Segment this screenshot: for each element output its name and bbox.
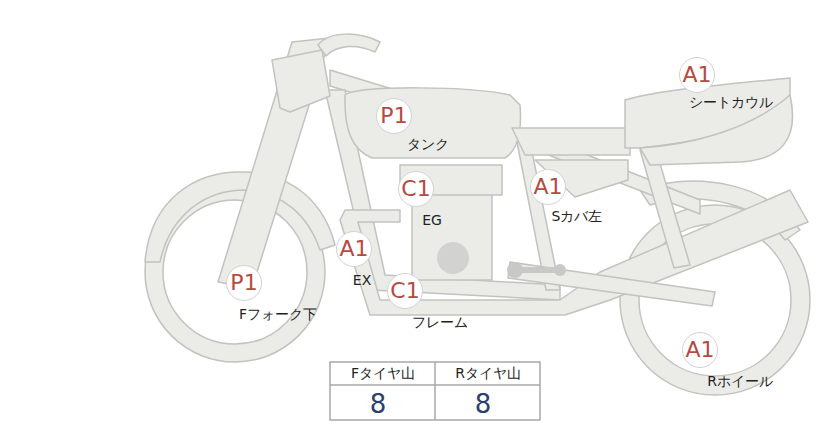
callout-node: C1フレーム bbox=[388, 274, 424, 310]
callout-code: P1 bbox=[376, 98, 412, 134]
table-value: 8 bbox=[475, 389, 492, 419]
table-header: Rタイヤ山 bbox=[455, 365, 521, 383]
callout-code: C1 bbox=[398, 171, 434, 207]
callout-node: C1EG bbox=[399, 172, 435, 208]
callout-code: C1 bbox=[387, 273, 423, 309]
callout-code: P1 bbox=[226, 265, 262, 301]
part-name: EG bbox=[422, 211, 442, 229]
table-value: 8 bbox=[370, 389, 387, 419]
part-name: EX bbox=[353, 271, 371, 289]
part-name: タンク bbox=[407, 135, 449, 153]
callout-node: A1Sカバ左 bbox=[531, 170, 567, 206]
callout-node: A1シートカウル bbox=[680, 58, 716, 94]
callout-node: P1Fフォーク下 bbox=[227, 266, 263, 302]
part-name: Fフォーク下 bbox=[239, 305, 317, 323]
callout-node: A1Rホイール bbox=[683, 333, 719, 369]
tire-table bbox=[330, 362, 540, 420]
callout-code: A1 bbox=[682, 332, 718, 368]
part-name: Sカバ左 bbox=[552, 207, 603, 225]
callout-code: A1 bbox=[679, 57, 715, 93]
table-header: Fタイヤ山 bbox=[351, 365, 415, 383]
callout-node: A1EX bbox=[337, 232, 373, 268]
part-name: フレーム bbox=[412, 313, 468, 331]
callout-code: A1 bbox=[530, 169, 566, 205]
part-name: Rホイール bbox=[707, 372, 773, 390]
part-name: シートカウル bbox=[689, 93, 773, 111]
callout-node: P1タンク bbox=[377, 99, 413, 135]
callout-code: A1 bbox=[336, 231, 372, 267]
